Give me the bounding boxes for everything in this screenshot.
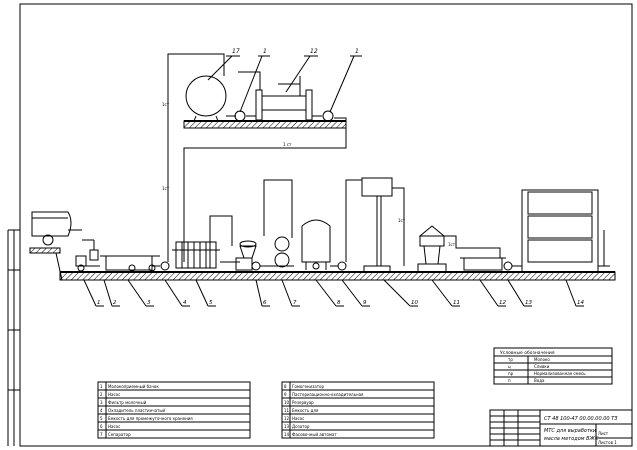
spec-pos: 1: [100, 384, 103, 389]
bottom-leaders: [83, 279, 584, 307]
sheets-count: Листов 1: [598, 440, 617, 445]
spec-table-right: [281, 381, 435, 439]
floor: [59, 271, 616, 281]
callout-bottom: 11: [453, 300, 460, 306]
callout-bottom: 2: [113, 300, 117, 306]
spec-name: Резервуар: [292, 400, 314, 405]
spec-table-left: [97, 381, 251, 439]
sheet-label: Лист: [598, 431, 609, 436]
spec-name: Фасовочный автомат: [292, 432, 337, 437]
milk-tanker: [31, 211, 82, 246]
pipe-label: 1 ст: [283, 142, 292, 147]
intermediate-tank: [100, 255, 160, 272]
legend-desc: Сливки: [534, 364, 550, 369]
spec-pos: 10: [284, 400, 290, 405]
legend-code: ц: [508, 364, 511, 369]
callout-bottom: 3: [147, 300, 151, 306]
callout-bottom: 5: [209, 300, 213, 306]
legend-code: п: [508, 378, 511, 383]
spec-pos: 9: [284, 392, 287, 397]
spec-pos: 6: [100, 424, 103, 429]
callout-bottom: 6: [263, 300, 267, 306]
callout-bottom: 14: [577, 300, 584, 306]
spec-name: Молокоприемный бачок: [108, 384, 159, 389]
callout-17: 17: [232, 48, 240, 55]
spec-pos: 4: [100, 408, 103, 413]
spec-pos: 14: [284, 432, 290, 437]
storage-tank: [301, 219, 331, 270]
callout-bottom: 8: [337, 300, 341, 306]
legend-table: [493, 347, 613, 385]
legend-desc: Нормализованная смесь: [534, 371, 586, 376]
spec-name: Емкость для промежуточного хранения: [108, 416, 193, 421]
pipelines: [86, 53, 522, 267]
callout-bottom: 1: [97, 300, 101, 306]
dosing-tank: [361, 177, 393, 273]
pump-icon: [160, 261, 170, 271]
spec-name: Гомогенизатор: [292, 384, 324, 389]
drawing-frame: [19, 3, 633, 447]
spec-pos: 11: [284, 408, 290, 413]
spec-pos: 12: [284, 416, 290, 421]
spec-name: Насос: [292, 416, 304, 421]
legend-desc: Вода: [534, 378, 545, 383]
horizontal-tank: [185, 75, 227, 122]
churn: [417, 225, 447, 273]
pipe-label: 1ст: [398, 218, 406, 223]
homogenizer: [272, 236, 294, 268]
spec-pos: 7: [100, 432, 103, 437]
callout-bottom: 12: [499, 300, 506, 306]
cooling-bath: [460, 257, 513, 271]
spec-pos: 2: [100, 392, 103, 397]
legend-code: пр: [508, 371, 514, 376]
pipe-label: 1ст: [162, 186, 170, 191]
drawing-code: СТ 48 100-47 00.00.00.00 ТЗ: [544, 416, 618, 422]
pump-icon-2: [337, 261, 347, 271]
title-block: [489, 409, 633, 447]
legend-code: тр: [508, 357, 513, 362]
pump-icon-4: [322, 110, 334, 122]
spec-pos: 8: [284, 384, 287, 389]
pipe-label: 1ст: [448, 242, 456, 247]
callout-top-1b: 1: [355, 48, 359, 55]
pipe-label: 1ст: [162, 102, 170, 107]
plate-cooler: [172, 241, 220, 269]
drawing-title: МТС для выработки: [544, 428, 597, 434]
spec-name: Сепаратор: [108, 432, 131, 437]
callout-bottom: 13: [525, 300, 532, 306]
spec-name: Насос: [108, 392, 120, 397]
spec-name: Фильтр молочный: [108, 400, 147, 405]
legend-desc: Молоко: [534, 357, 550, 362]
spec-name: Пастеризационно-охладительная: [292, 392, 364, 397]
cold-storage-rack: [521, 189, 610, 273]
separator: [239, 240, 261, 271]
spec-pos: 13: [284, 424, 290, 429]
spec-pos: 5: [100, 416, 103, 421]
top-leaders: [207, 55, 362, 113]
buffer-tank: [235, 257, 253, 271]
upper-platform: [183, 120, 347, 129]
callout-top-1: 1: [263, 48, 267, 55]
callout-12: 12: [310, 48, 318, 55]
spec-name: Емкость для: [292, 408, 319, 413]
callout-bottom: 10: [411, 300, 418, 306]
spec-name: Дозатор: [292, 424, 310, 429]
pump-icon-3: [234, 110, 246, 122]
spec-name: Насос: [108, 424, 120, 429]
spec-name: Охладитель пластинчатый: [108, 408, 166, 413]
receiving-tank: [75, 239, 99, 272]
spec-pos: 3: [100, 400, 103, 405]
callout-bottom: 9: [363, 300, 367, 306]
legend-title: Условные обозначения: [500, 350, 555, 356]
callout-bottom: 4: [183, 300, 187, 306]
upper-heat-exchanger: [255, 76, 313, 121]
drawing-title-2: масла методом ВЖС: [544, 436, 599, 442]
callout-bottom: 7: [293, 300, 297, 306]
